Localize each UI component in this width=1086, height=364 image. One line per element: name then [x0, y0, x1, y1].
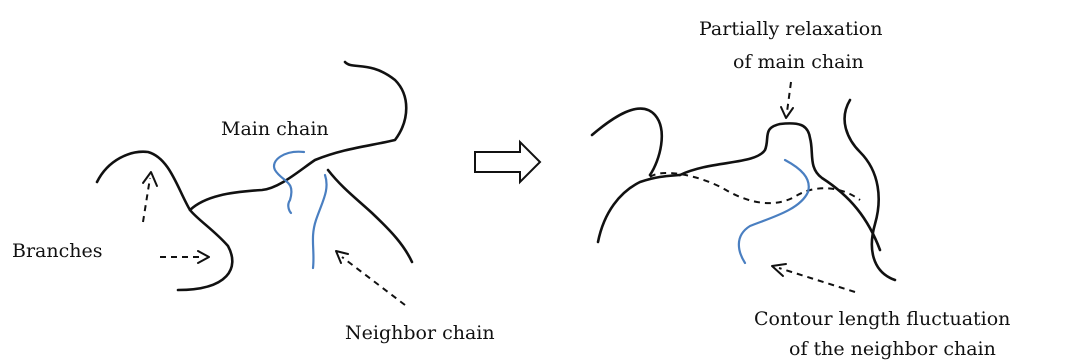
branch-lower-left — [176, 208, 234, 292]
branches-arrow-right-head — [197, 250, 210, 264]
neighbor-chain-upper — [272, 150, 306, 215]
neighbor-chain-fluctuating — [737, 158, 810, 265]
contour-fluctuation-label-line2: of the neighbor chain — [789, 338, 996, 360]
relaxed-chain-lower-arc — [596, 173, 682, 244]
relaxed-chain-left-loop — [590, 107, 664, 177]
branches-arrow-up-head — [142, 171, 158, 187]
hollow-right-arrow-icon — [474, 139, 542, 185]
main-chain-right-end — [326, 168, 414, 264]
neighbor-chain-arrow — [341, 256, 406, 306]
branches-label: Branches — [12, 240, 102, 262]
partial-relaxation-label-line2: of main chain — [733, 51, 864, 73]
relaxed-chain-right — [843, 98, 897, 282]
contour-fluctuation-arrow-head — [771, 263, 787, 277]
left-panel: Main chain Branches Neighbor chain — [12, 60, 495, 344]
relaxed-main-chain — [678, 122, 882, 252]
partial-relaxation-arrow — [786, 81, 792, 113]
contour-fluctuation-arrow — [778, 267, 856, 293]
neighbor-chain-label: Neighbor chain — [345, 322, 495, 344]
contour-fluctuation-label-line1: Contour length fluctuation — [754, 308, 1010, 330]
branches-arrow-up — [142, 177, 151, 223]
neighbor-chain-lower — [311, 173, 328, 270]
right-panel: Partially relaxation of main chain Conto… — [590, 18, 1010, 360]
partial-relaxation-arrow-head — [780, 106, 794, 119]
main-chain-left — [95, 60, 408, 212]
partial-relaxation-label-line1: Partially relaxation — [699, 18, 882, 40]
original-main-chain-dashed — [649, 172, 861, 205]
main-chain-label: Main chain — [221, 118, 329, 140]
neighbor-chain-arrow-head — [335, 250, 349, 264]
